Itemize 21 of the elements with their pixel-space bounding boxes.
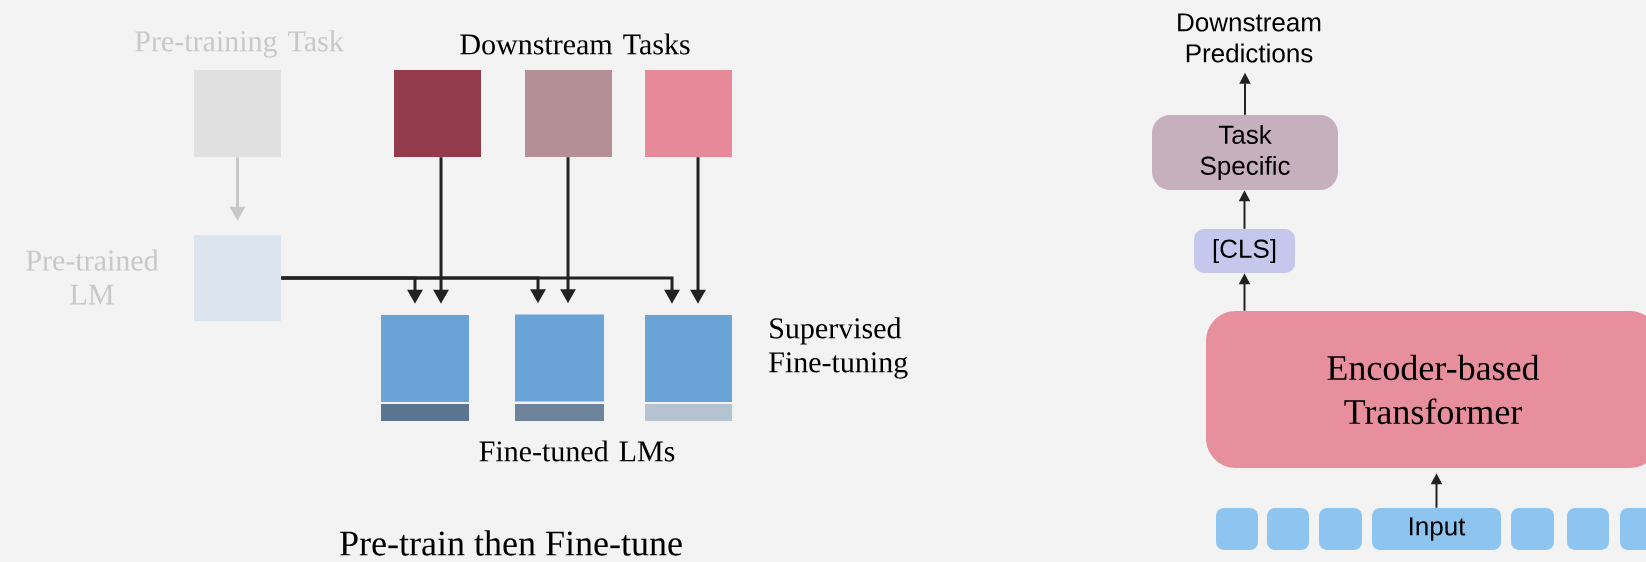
encoder-box: Encoder-based Transformer [1206,311,1646,468]
token-box [1267,508,1309,550]
model-box [645,315,732,421]
token-box [1567,508,1609,550]
input-token: Input [1372,508,1501,550]
group-label: Downstream Tasks [460,33,690,55]
group-label: Fine-tuned LMs [479,440,675,462]
task-box [645,70,732,157]
head-box: Task Specific [1152,115,1338,190]
token-box [1620,508,1646,550]
caption: Pre-train then Fine-tune [340,530,682,556]
token-box [1319,508,1362,550]
token-box [1216,508,1258,550]
task-box [394,70,481,157]
output-label: Downstream Predictions [1178,13,1321,63]
model-box [515,314,604,421]
group-label: Supervised Fine-tuning [769,317,908,379]
token-box [1511,508,1554,550]
token-box: [CLS] [1194,229,1295,273]
model-box [381,315,469,421]
task-box [525,70,612,157]
